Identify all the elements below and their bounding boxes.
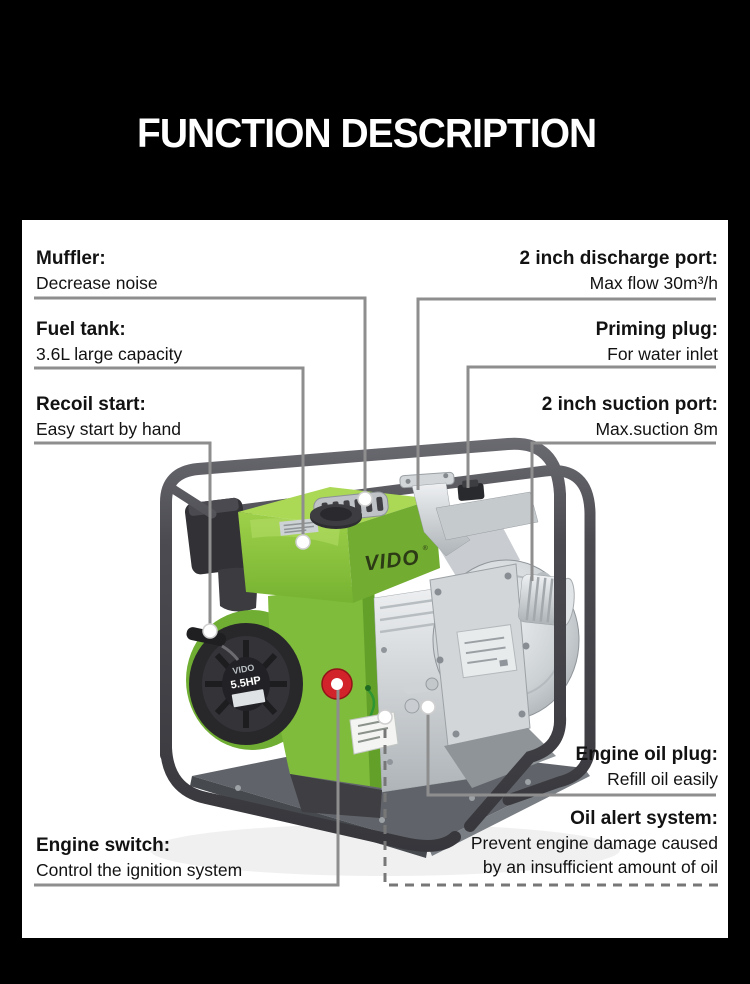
page-title: FUNCTION DESCRIPTION [137,110,597,156]
priming-plug-knob [457,479,485,501]
muffler-connector-line [34,296,367,497]
tank-brand-mark: ® [422,544,429,553]
pump-bracket [444,728,556,788]
callout-engine-switch: Engine switch: Control the ignition syst… [36,833,242,883]
callout-heading: Muffler: [36,248,106,269]
callout-recoil-start: Recoil start: Easy start by hand [36,392,181,442]
frame-back-rail [204,465,596,753]
callout-heading: 2 inch suction port: [541,394,718,415]
engine-oil-plug-connector-line [426,709,716,797]
callout-body: Max.suction 8m [595,419,718,439]
callout-body: Control the ignition system [36,860,243,880]
callout-body: 3.6L large capacity [36,344,183,364]
fuel-tank-point-marker [295,534,311,550]
frame-bottom-left-rail [160,742,461,852]
callout-body: Refill oil easily [607,769,718,789]
callout-heading: Priming plug: [595,319,718,340]
callout-engine-oil-plug: Engine oil plug: Refill oil easily [576,742,718,792]
callout-body: For water inlet [607,344,718,364]
oil-alert-point-marker [377,709,393,725]
wire-connector [365,685,371,691]
fuel-tank-connector-line [34,366,305,540]
muffler-point-marker [357,491,373,507]
callout-heading: Engine oil plug: [575,744,718,765]
frame-bottom-right-rail [464,710,567,832]
recoil-brand-label: VIDO [232,662,255,676]
callout-body: Decrease noise [36,273,158,293]
suction-port-connector-line [530,441,716,581]
frame-back-bottom-bend [502,736,596,806]
frame-cage [160,437,596,852]
priming-plug-connector-line [466,365,716,488]
suction-port [518,572,575,627]
recoil-start-connector-line [34,441,212,629]
callout-body-line: Prevent engine damage caused [470,833,718,853]
fuel-cap [310,504,362,529]
callout-body-line: by an insufficient amount of oil [482,857,718,877]
callout-heading: Recoil start: [36,394,146,415]
water-pump-illustration: VIDO 5.5HP [150,437,620,876]
callout-priming-plug: Priming plug: For water inlet [596,317,718,367]
frame-left-cross-tube [168,484,217,519]
recoil-power-label: 5.5HP [230,674,262,691]
callout-lines [34,296,718,887]
callout-heading: Engine switch: [36,835,171,856]
callout-fuel-tank: Fuel tank: 3.6L large capacity [36,317,182,367]
pump-top-flange [435,491,539,541]
air-cleaner [184,497,250,575]
spec-sticker [456,624,518,679]
frame-front-hoop [160,437,566,761]
callout-suction-port: 2 inch suction port: Max.suction 8m [542,392,718,442]
oil-fittings [403,677,439,714]
discharge-port-connector-line [416,297,716,490]
recoil-point-marker [202,623,218,639]
callout-oil-alert-system: Oil alert system: Prevent engine damage … [471,807,718,879]
oil-sump [290,774,382,818]
callout-heading: Fuel tank: [36,319,126,340]
callout-heading: 2 inch discharge port: [519,248,718,269]
callout-muffler: Muffler: Decrease noise [36,246,158,296]
engine-switch-connector-line [34,690,340,887]
starter-rope [221,644,240,661]
recoil-starter: VIDO 5.5HP [189,623,303,745]
callout-point-markers [202,491,436,725]
callout-heading: Oil alert system: [570,808,718,829]
callout-discharge-port: 2 inch discharge port: Max flow 30m³/h [520,246,718,296]
callout-body: Easy start by hand [36,419,181,439]
callout-body: Max flow 30m³/h [589,273,718,293]
oil-plug-point-marker [420,699,436,715]
